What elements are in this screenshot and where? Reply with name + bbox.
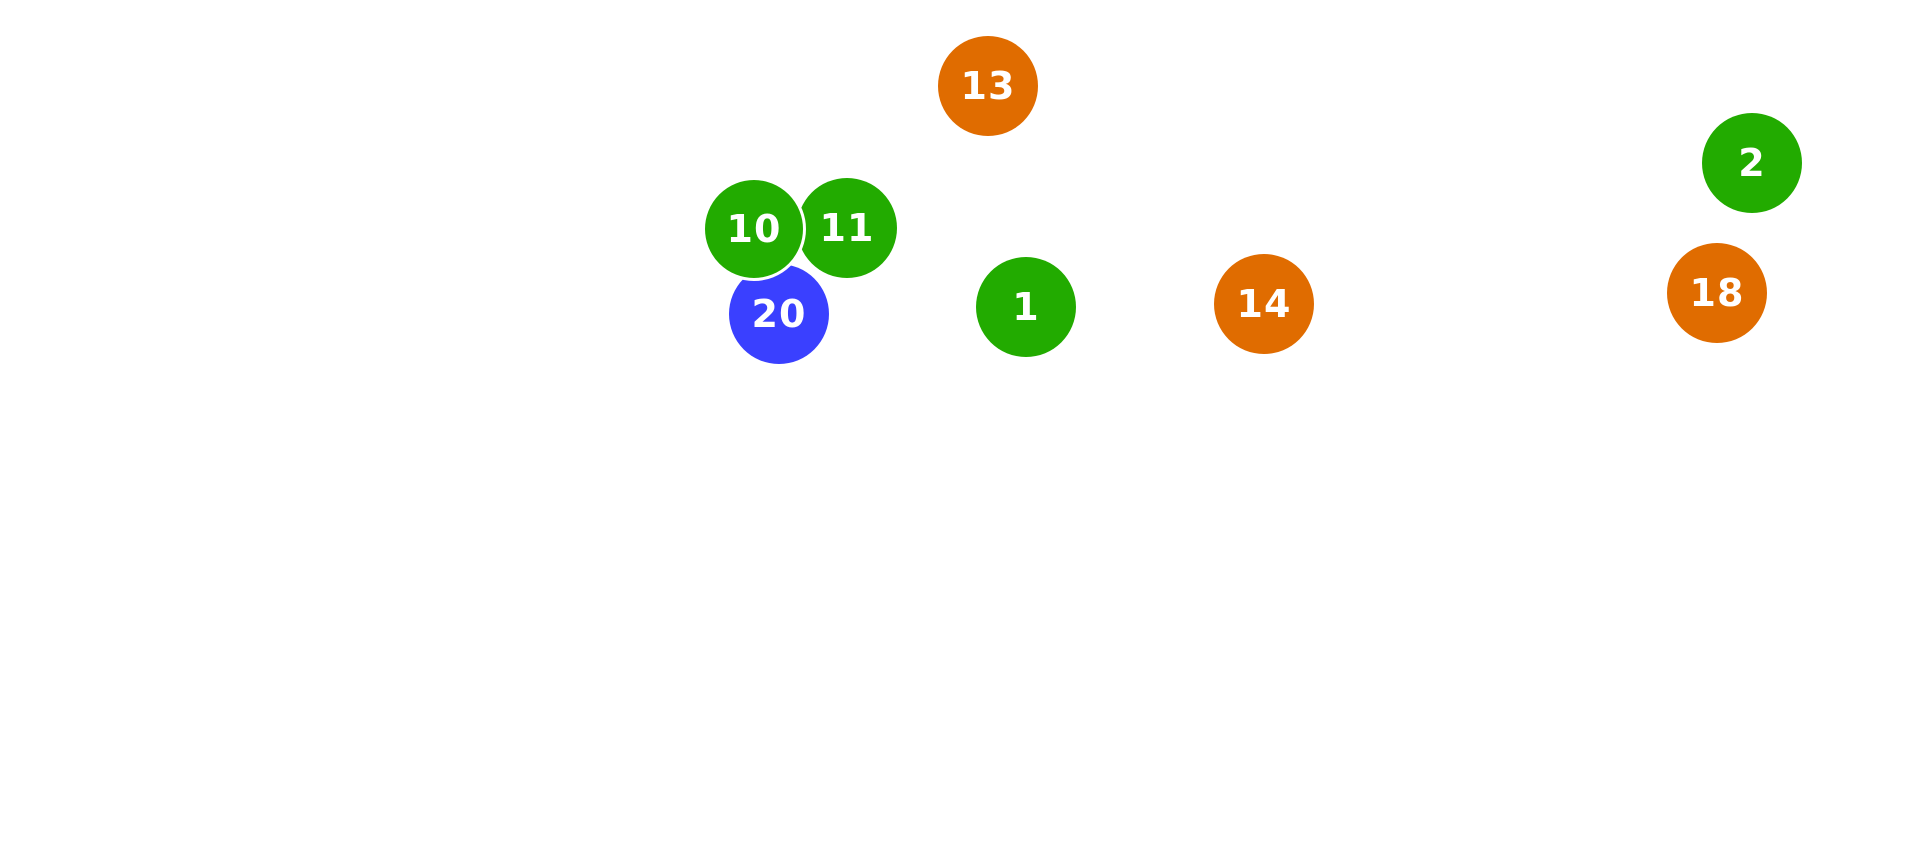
marker-13[interactable]: 13 — [938, 36, 1038, 136]
marker-2[interactable]: 2 — [1702, 113, 1802, 213]
marker-label: 13 — [960, 64, 1016, 108]
marker-11[interactable]: 11 — [797, 178, 897, 278]
marker-label: 14 — [1236, 282, 1292, 326]
marker-18[interactable]: 18 — [1667, 243, 1767, 343]
marker-label: 18 — [1689, 271, 1745, 315]
marker-14[interactable]: 14 — [1214, 254, 1314, 354]
marker-label: 2 — [1738, 141, 1766, 185]
marker-label: 11 — [819, 206, 875, 250]
marker-label: 10 — [726, 207, 782, 251]
marker-label: 20 — [751, 292, 807, 336]
marker-label: 1 — [1012, 285, 1040, 329]
marker-1[interactable]: 1 — [976, 257, 1076, 357]
marker-10[interactable]: 10 — [702, 177, 806, 281]
